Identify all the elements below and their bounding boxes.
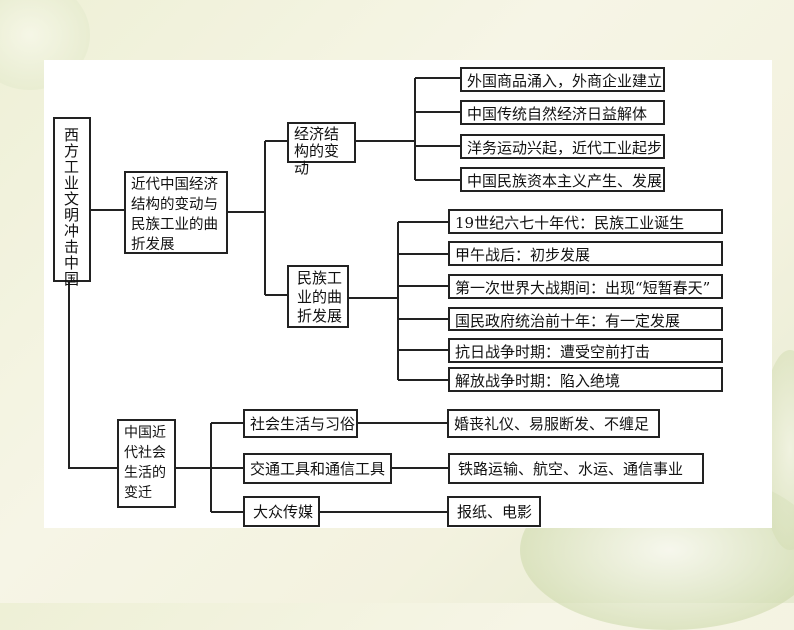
society-branch-label: 中国近代社会生活的变迁 [124, 425, 166, 501]
society-branch-node: 中国近代社会生活的变迁 [117, 419, 176, 508]
structure-item: 中国传统自然经济日益解体 [460, 100, 665, 125]
society-topic: 社会生活与习俗 [243, 409, 358, 438]
economy-branch-label: 近代中国经济结构的变动与民族工业的曲折发展 [131, 177, 218, 253]
structure-item: 外国商品涌入，外商企业建立 [460, 67, 665, 92]
national-industry-item: 解放战争时期：陷入绝境 [448, 367, 723, 392]
society-topic: 交通工具和通信工具 [243, 453, 392, 484]
national-industry-item: 第一次世界大战期间：出现“短暂春天” [448, 274, 723, 299]
society-detail: 铁路运输、航空、水运、通信事业 [448, 453, 704, 484]
root-label: 西方工业文明冲击中国 [62, 127, 80, 287]
root-node: 西方工业文明冲击中国 [53, 117, 91, 287]
national-industry-node: 民族工业的曲折发展 [287, 265, 349, 328]
society-detail: 报纸、电影 [447, 496, 541, 527]
national-industry-item: 国民政府统治前十年：有一定发展 [448, 307, 723, 331]
economy-branch-node: 近代中国经济结构的变动与民族工业的曲折发展 [124, 171, 228, 254]
structure-item: 洋务运动兴起，近代工业起步 [460, 134, 665, 159]
national-industry-item: 抗日战争时期：遭受空前打击 [448, 338, 723, 363]
society-detail: 婚丧礼仪、易服断发、不缠足 [447, 409, 660, 438]
national-industry-label: 民族工业的曲折发展 [297, 269, 343, 325]
national-industry-item: 19世纪六七十年代：民族工业诞生 [448, 209, 723, 234]
society-topic: 大众传媒 [243, 496, 320, 527]
structure-item: 中国民族资本主义产生、发展 [460, 167, 665, 192]
connector-lines [68, 77, 460, 513]
structure-label: 经济结构的变动 [294, 125, 340, 177]
national-industry-item: 甲午战后：初步发展 [448, 241, 723, 266]
structure-node: 经济结构的变动 [287, 122, 356, 177]
